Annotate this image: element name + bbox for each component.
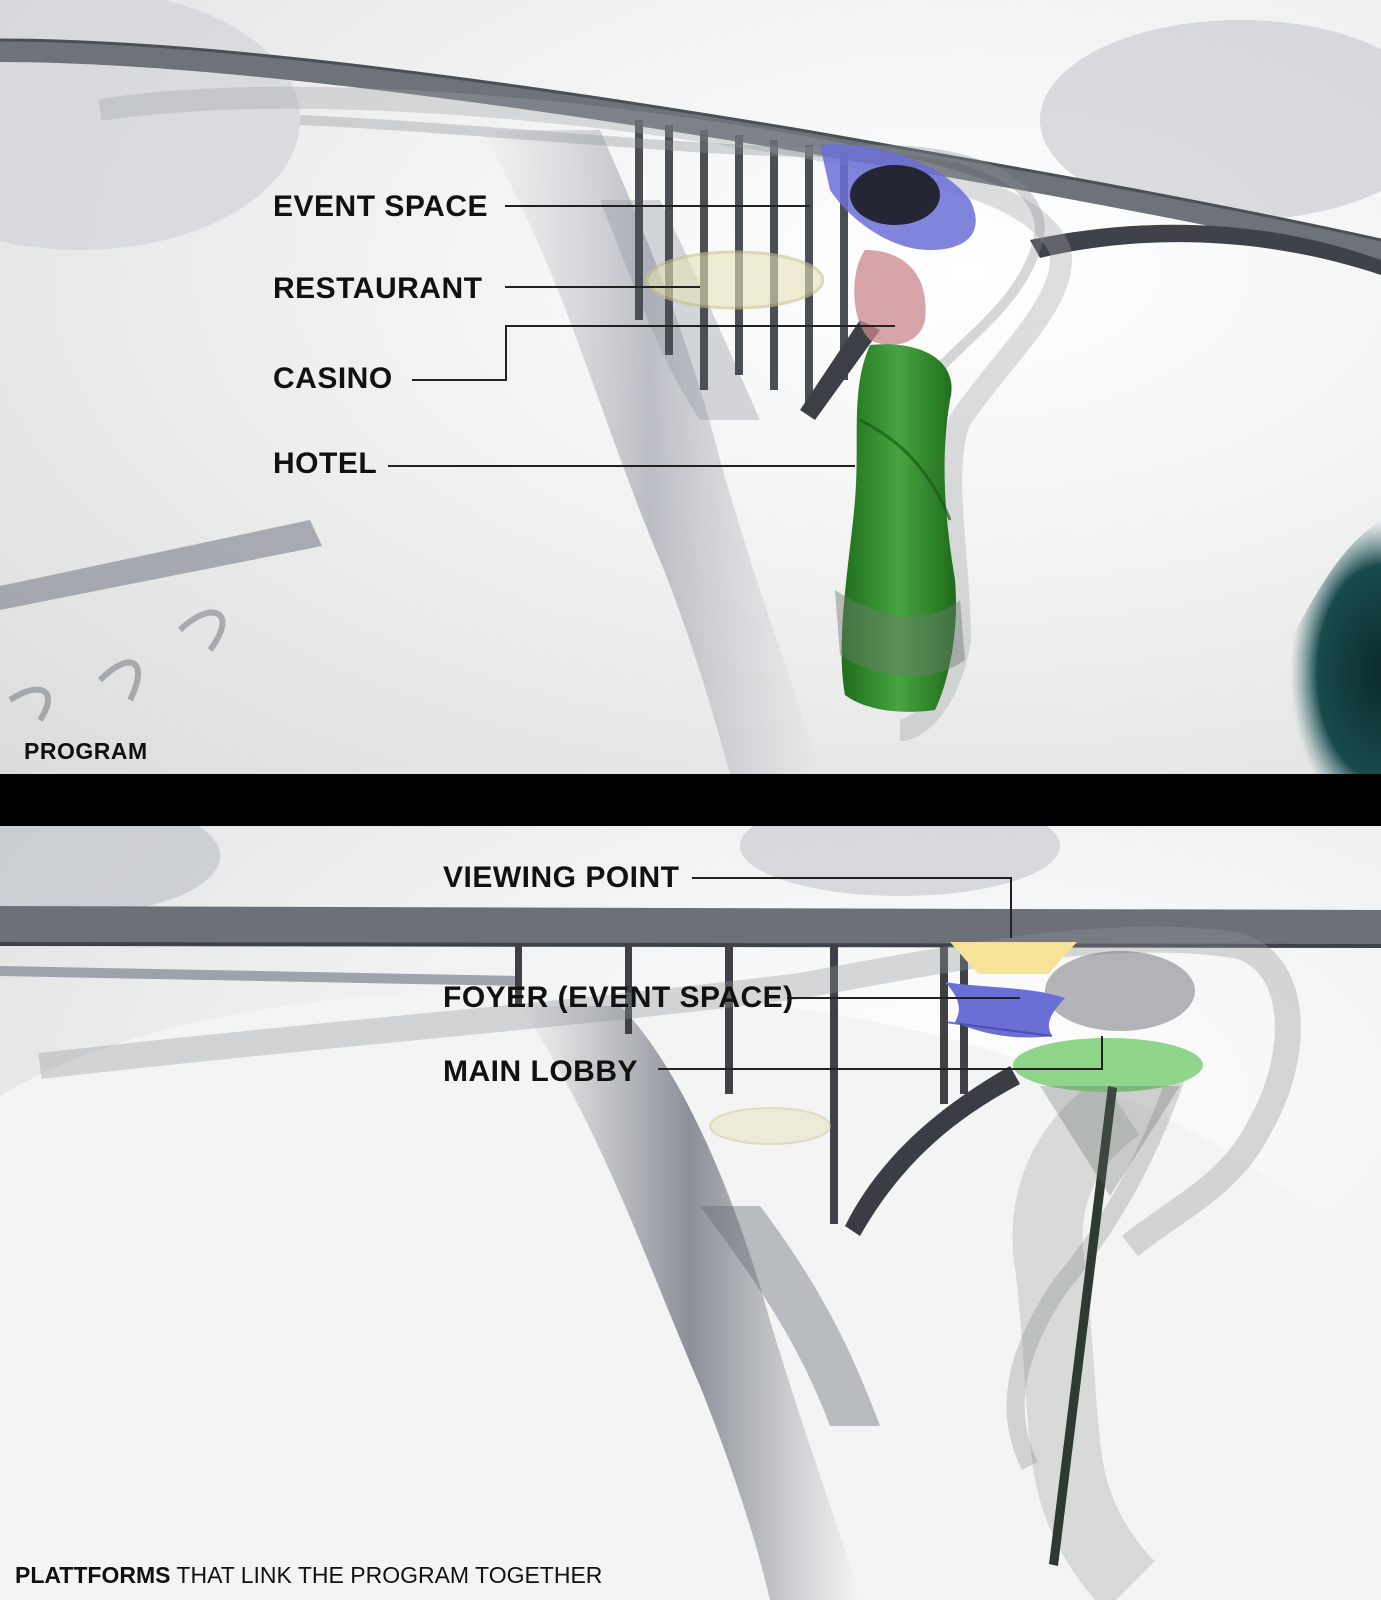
teal-water <box>1230 520 1381 774</box>
bridge-arch <box>1030 224 1381 275</box>
program-panel: EVENT SPACE RESTAURANT CASINO HOTEL PROG… <box>0 0 1381 774</box>
main-lobby-platform <box>1013 1038 1203 1092</box>
panel-divider <box>0 774 1381 826</box>
label-restaurant: RESTAURANT <box>273 272 483 305</box>
label-event-space: EVENT SPACE <box>273 190 488 223</box>
hotel-band <box>835 590 965 677</box>
restaurant-volume <box>645 250 825 310</box>
support-arm <box>800 320 880 420</box>
bridge-deck-top <box>0 38 1381 242</box>
bridge-deck <box>0 40 1381 262</box>
platforms-render <box>0 826 1381 1600</box>
event-space-core <box>850 165 940 225</box>
program-render <box>0 0 1381 774</box>
tree-shadow-1 <box>8 686 51 722</box>
program-caption: PROGRAM <box>24 738 148 764</box>
top-shadow-right <box>1040 20 1381 220</box>
label-hotel: HOTEL <box>273 447 378 480</box>
ribbon-spiral-2 <box>1006 1063 1189 1471</box>
platforms-panel: VIEWING POINT FOYER (EVENT SPACE) MAIN L… <box>0 826 1381 1600</box>
tree-shadow-3 <box>177 609 226 652</box>
foyer-edge <box>944 1021 1053 1037</box>
restaurant-ring-faint <box>709 1107 831 1145</box>
platform-leader-lines <box>658 877 1103 1070</box>
label-foyer: FOYER (EVENT SPACE) <box>443 981 794 1014</box>
bridge-deck-bottom-edge <box>0 942 1381 948</box>
top-shadow-left <box>0 0 300 250</box>
label-viewing-point: VIEWING POINT <box>443 861 680 894</box>
bottom-shadow-left <box>0 826 220 916</box>
ribbon-envelope <box>98 86 1072 741</box>
hotel-tower <box>841 344 956 712</box>
label-casino: CASINO <box>273 362 393 395</box>
valley-shadow-bottom-2 <box>700 1206 880 1426</box>
platforms-caption-bold: PLATTFORMS <box>15 1562 171 1588</box>
arch-support <box>845 1066 1020 1236</box>
distant-road <box>0 520 322 610</box>
central-column <box>1049 1086 1117 1566</box>
ribbon-spiral <box>1012 1076 1156 1600</box>
event-space-shell <box>1045 951 1195 1031</box>
ribbon-envelope-2 <box>299 115 1046 384</box>
tree-shadow-2 <box>97 659 142 702</box>
viewing-point-platform <box>950 942 1077 974</box>
valley-shadow-bottom <box>520 1006 860 1600</box>
foyer-platform <box>945 982 1065 1038</box>
bridge-deck-bottom <box>0 906 1381 946</box>
hotel-twist <box>859 418 952 521</box>
lower-deck <box>0 966 520 986</box>
platforms-caption-rest: THAT LINK THE PROGRAM TOGETHER <box>170 1562 603 1588</box>
casino-volume <box>854 250 926 345</box>
lobby-funnel <box>1040 1086 1180 1196</box>
program-leader-lines <box>388 205 895 467</box>
valley-shadow <box>480 130 820 774</box>
label-main-lobby: MAIN LOBBY <box>443 1055 638 1088</box>
platforms-caption: PLATTFORMS THAT LINK THE PROGRAM TOGETHE… <box>15 1562 602 1589</box>
